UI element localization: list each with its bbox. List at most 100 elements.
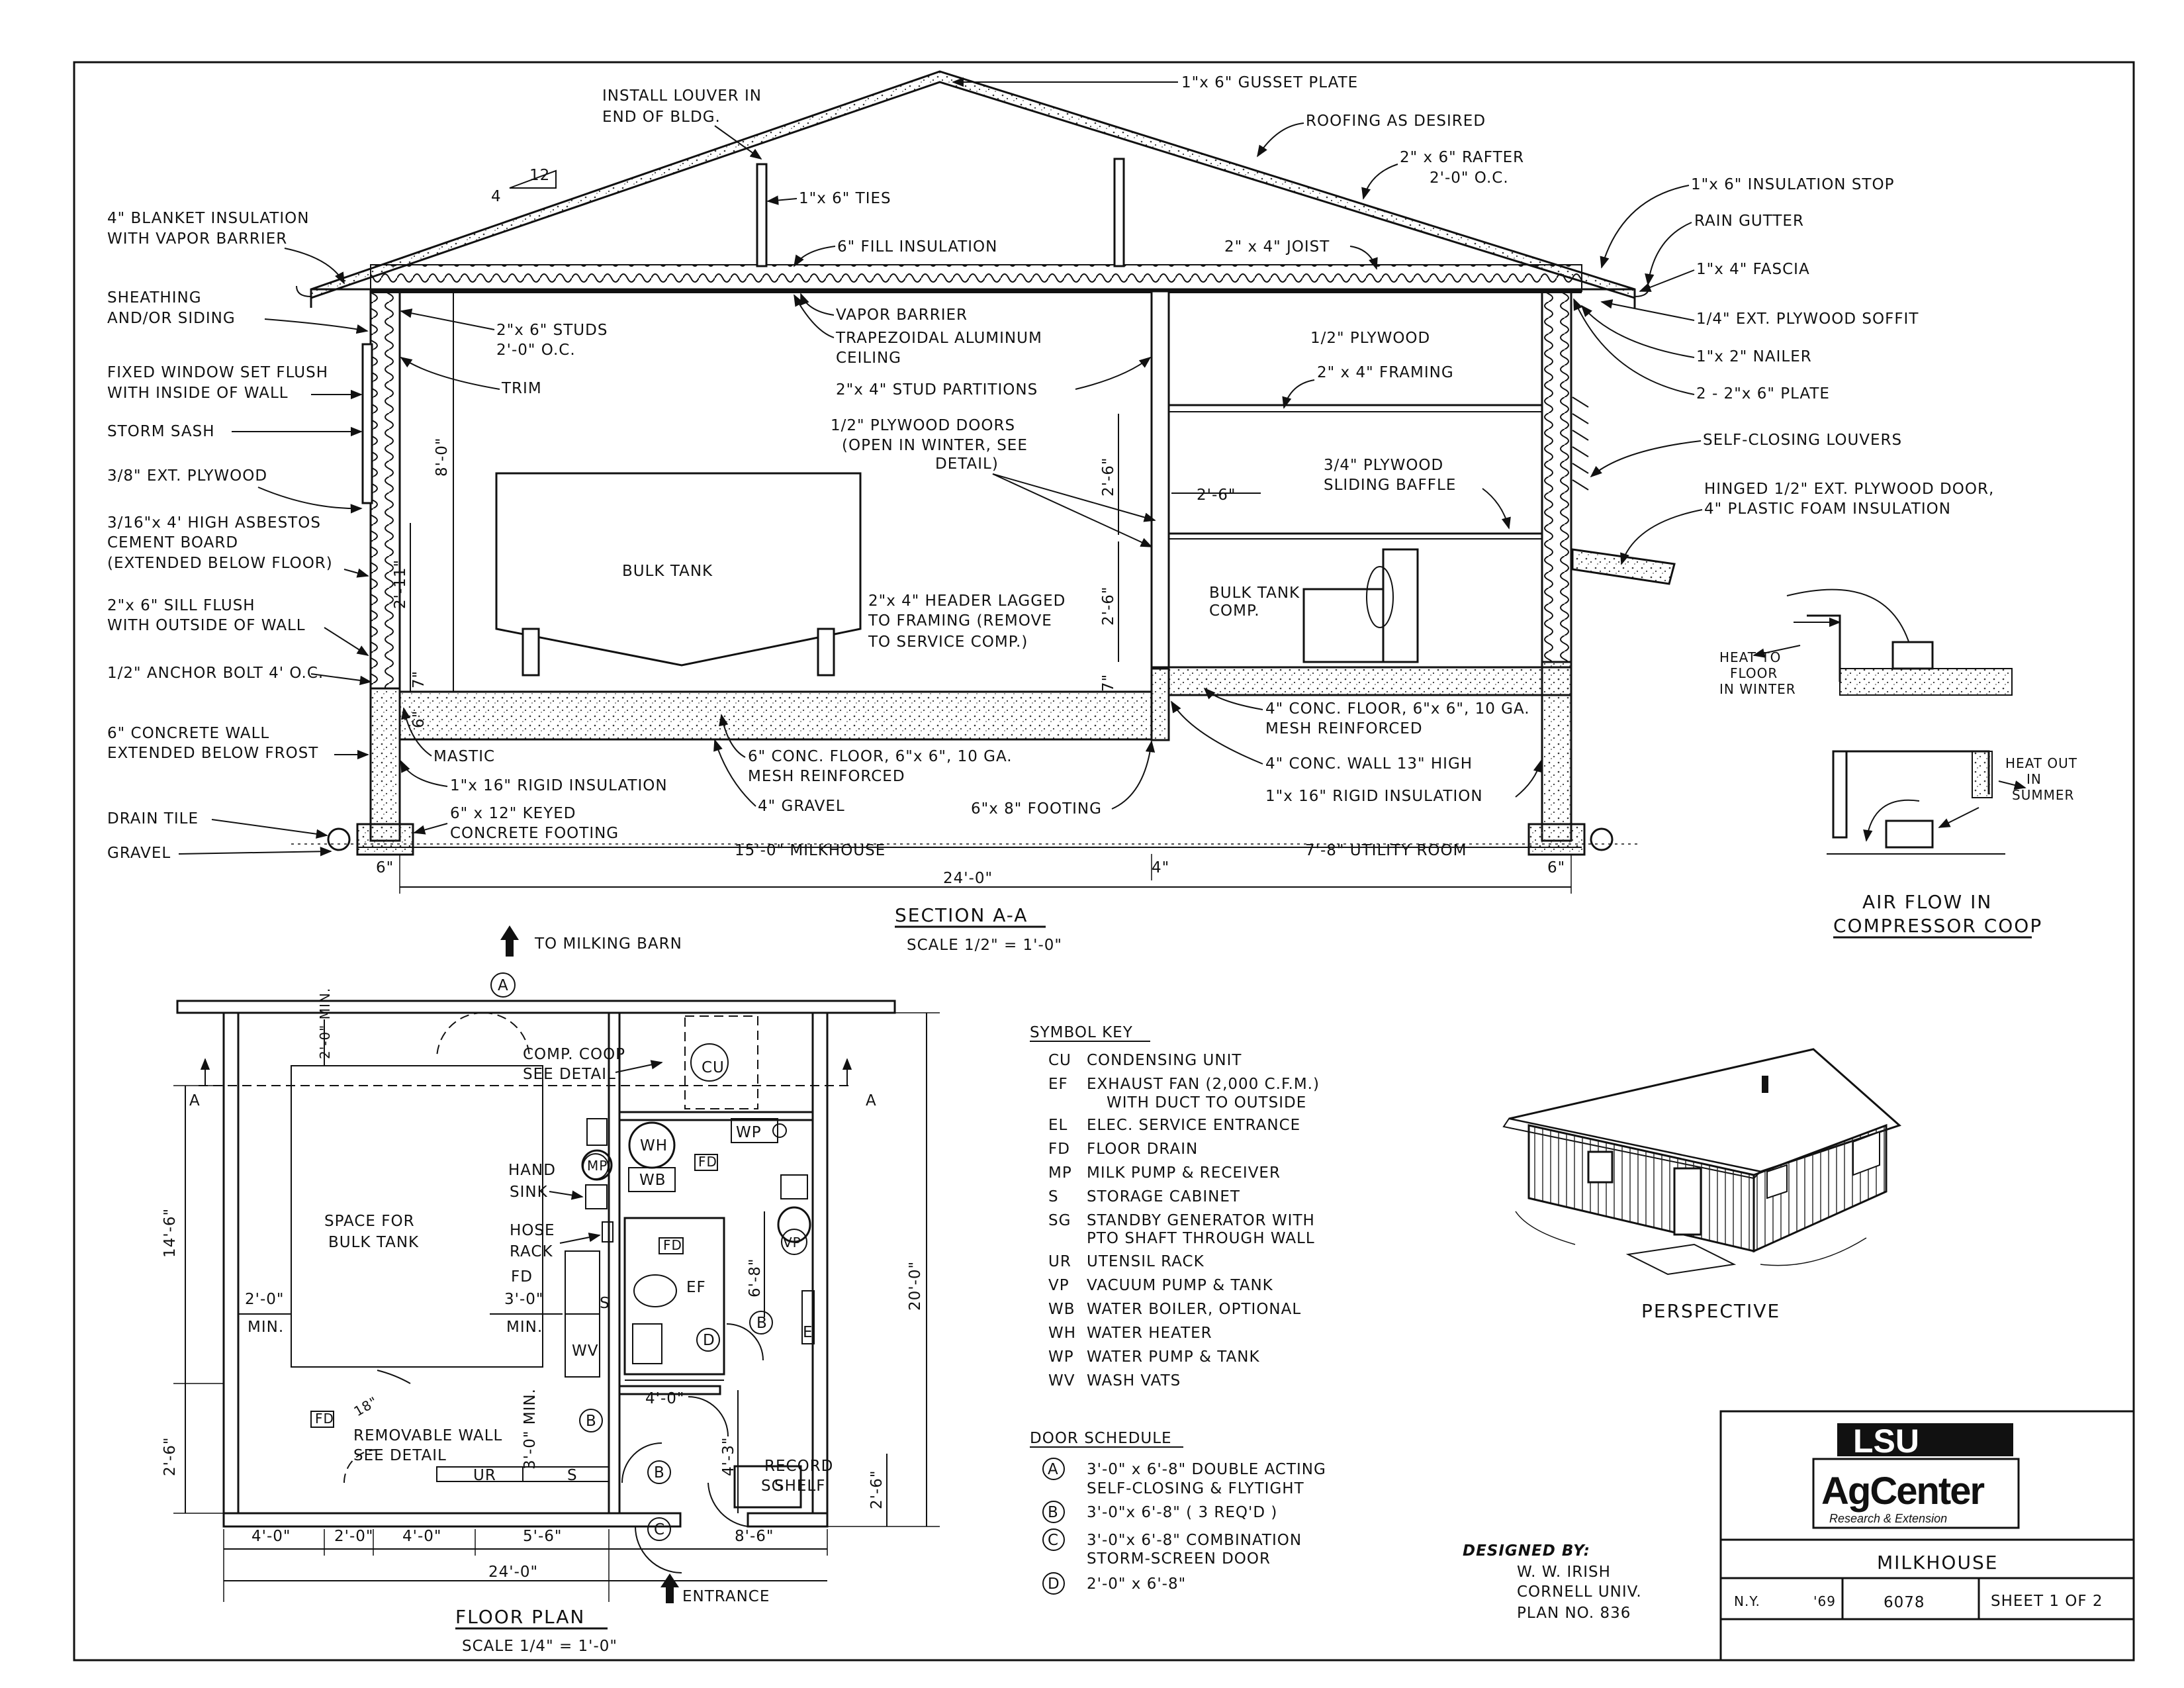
svg-text:SEE DETAIL: SEE DETAIL [523,1066,616,1083]
right-wall [1541,290,1572,663]
svg-text:COMP.: COMP. [1209,602,1260,620]
callout-rigid-l: 1"x 16" RIGID INSULATION [450,777,668,794]
callout-conc-floor-r: 4" CONC. FLOOR, 6"x 6", 10 GA. [1265,700,1530,718]
svg-text:WASH VATS: WASH VATS [1087,1372,1181,1389]
svg-text:WATER BOILER, OPTIONAL: WATER BOILER, OPTIONAL [1087,1301,1301,1318]
callout-partitions: 2"x 4" STUD PARTITIONS [836,381,1038,399]
svg-text:HEAT OUT: HEAT OUT [2005,755,2077,771]
callout-conc-floor-l: 6" CONC. FLOOR, 6"x 6", 10 GA. [748,748,1013,765]
svg-text:WV: WV [1048,1372,1075,1389]
svg-text:WITH DUCT TO OUTSIDE: WITH DUCT TO OUTSIDE [1107,1094,1306,1111]
svg-text:7'-8" UTILITY ROOM: 7'-8" UTILITY ROOM [1305,842,1467,859]
svg-text:UR: UR [473,1467,496,1484]
svg-text:24'-0": 24'-0" [943,870,993,887]
sheet-number: SHEET 1 OF 2 [1991,1593,2103,1610]
svg-text:EF: EF [686,1279,706,1296]
svg-text:S: S [567,1467,578,1484]
svg-text:A: A [498,977,509,994]
svg-text:SINK: SINK [510,1184,548,1201]
plan-wall-bottom-left [222,1512,682,1528]
label-record-shelf: RECORD [764,1458,833,1475]
svg-text:B: B [1048,1504,1059,1521]
callout-anchor: 1/2" ANCHOR BOLT 4' O.C. [107,665,324,682]
svg-text:EF: EF [1048,1076,1068,1093]
svg-text:RACK: RACK [510,1243,553,1260]
svg-text:B: B [586,1413,597,1430]
svg-text:IN WINTER: IN WINTER [1719,681,1796,697]
title-block-title: MILKHOUSE [1877,1552,1998,1573]
footing-left [356,823,414,856]
svg-text:MP: MP [1048,1164,1072,1182]
ef-fan [633,1274,677,1307]
svg-text:CU: CU [1048,1052,1071,1069]
svg-text:WP: WP [1048,1348,1074,1366]
floor-plan-labels: TO MILKING BARN ENTRANCE A A A COMP. COO… [189,935,877,1605]
svg-text:B: B [756,1315,768,1332]
svg-text:20'-0": 20'-0" [907,1261,924,1311]
svg-text:PLAN NO. 836: PLAN NO. 836 [1517,1605,1631,1622]
svg-text:A: A [866,1092,877,1109]
svg-text:2'-6": 2'-6" [868,1470,886,1509]
callout-half-ply: 1/2" PLYWOOD [1310,330,1430,347]
svg-text:2'-0" MIN.: 2'-0" MIN. [317,988,333,1059]
svg-text:18": 18" [351,1393,381,1420]
svg-text:3'-0" MIN.: 3'-0" MIN. [522,1388,539,1470]
callout-gravel4: 4" GRAVEL [758,798,845,815]
label-removable-wall: REMOVABLE WALL [353,1427,502,1444]
callout-footing: 6"x 8" FOOTING [971,800,1102,818]
door-schedule-title: DOOR SCHEDULE [1030,1430,1172,1447]
svg-text:ELEC. SERVICE ENTRANCE: ELEC. SERVICE ENTRANCE [1087,1117,1300,1134]
svg-text:MILK PUMP & RECEIVER: MILK PUMP & RECEIVER [1087,1164,1281,1182]
section-callouts: INSTALL LOUVER IN END OF BLDG. 1"x 6" GU… [107,74,1993,862]
svg-text:6'-8": 6'-8" [747,1258,764,1297]
svg-text:SHELF: SHELF [774,1477,825,1495]
callout-rafter-2: 2'-0" O.C. [1430,169,1509,187]
label-comp-coop: COMP. COOP [523,1046,625,1063]
svg-text:FD: FD [1048,1141,1070,1158]
door-swing-d [726,1323,764,1361]
label-bulk-tank: BULK TANK [622,563,713,580]
drain-tile-left [327,827,351,851]
sheet-border [73,61,2135,1662]
callout-soffit: 1/4" EXT. PLYWOOD SOFFIT [1696,310,1919,328]
svg-text:4'-3": 4'-3" [720,1437,737,1476]
callout-louvers: SELF-CLOSING LOUVERS [1703,432,1902,449]
svg-text:WATER HEATER: WATER HEATER [1087,1325,1212,1342]
svg-text:EXTENDED BELOW FROST: EXTENDED BELOW FROST [107,745,318,762]
svg-text:MIN.: MIN. [248,1319,284,1336]
svg-text:E: E [803,1324,813,1341]
pitch-triangle [509,169,557,189]
section-a-a [291,70,1676,856]
svg-text:W. W. IRISH: W. W. IRISH [1517,1564,1611,1581]
callout-fill: 6" FILL INSULATION [837,238,997,256]
svg-text:TO SERVICE COMP.): TO SERVICE COMP.) [868,633,1028,651]
svg-text:WV: WV [572,1342,598,1360]
callout-joist: 2" x 4" JOIST [1224,238,1330,256]
callout-conc-wall-4: 4" CONC. WALL 13" HIGH [1265,755,1473,773]
floor-plan [176,925,896,1603]
svg-text:FLOOR DRAIN: FLOOR DRAIN [1087,1141,1198,1158]
svg-text:24'-0": 24'-0" [488,1564,538,1581]
svg-text:CORNELL UNIV.: CORNELL UNIV. [1517,1583,1642,1601]
svg-text:A: A [1048,1461,1059,1478]
vacuum-pump [780,1174,808,1199]
svg-text:2'-6": 2'-6" [161,1437,179,1476]
svg-text:2'-6": 2'-6" [1100,457,1117,496]
svg-text:8'-0": 8'-0" [433,438,451,477]
water-boiler [628,1167,676,1192]
svg-text:SELF-CLOSING & FLYTIGHT: SELF-CLOSING & FLYTIGHT [1087,1480,1304,1497]
svg-text:B: B [654,1464,665,1481]
svg-text:D: D [703,1332,715,1349]
barn-wall [176,1000,896,1014]
callout-roofing: ROOFING AS DESIRED [1306,113,1486,130]
svg-text:UTENSIL RACK: UTENSIL RACK [1087,1253,1205,1270]
svg-text:MESH REINFORCED: MESH REINFORCED [748,768,905,785]
heat-to-floor-detail: HEAT TO FLOOR IN WINTER [1719,588,2013,697]
svg-text:4" PLASTIC FOAM INSULATION: 4" PLASTIC FOAM INSULATION [1704,500,1951,518]
svg-text:S: S [1048,1188,1059,1205]
svg-text:6": 6" [376,859,394,876]
lsu-agcenter-logo: LSU AgCenter Research & Extension [1812,1423,2020,1529]
bulk-tank-compressor [1302,548,1419,663]
cu-unit [684,1015,758,1109]
